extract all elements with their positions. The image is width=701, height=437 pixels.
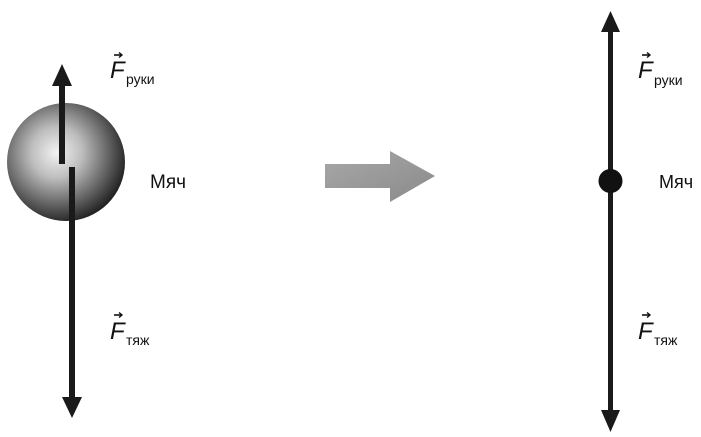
material-point: [598, 169, 623, 193]
point-gravity-force-symbol: F: [638, 318, 654, 345]
right-arrow-icon: [325, 151, 435, 202]
gravity-force-arrow: [62, 167, 82, 418]
gravity-force-label: F тяж: [110, 311, 150, 348]
point-gravity-force-label: F тяж: [638, 311, 678, 348]
gravity-force-symbol: F: [110, 318, 126, 345]
point-hand-force-label: F руки: [638, 51, 683, 88]
gravity-force-subscript: тяж: [126, 332, 150, 348]
hand-force-label: F руки: [110, 51, 155, 87]
hand-force-subscript: руки: [126, 71, 155, 87]
right-panel: F руки Мяч F тяж: [598, 11, 693, 432]
point-gravity-force-subscript: тяж: [654, 332, 678, 348]
point-hand-force-subscript: руки: [654, 72, 683, 88]
ball-label: Мяч: [150, 172, 186, 193]
force-axis-line: [608, 30, 613, 412]
ball: [7, 103, 125, 221]
gravity-force-arrowhead: [601, 410, 620, 432]
left-panel: F руки Мяч F тяж: [7, 51, 186, 418]
point-hand-force-symbol: F: [638, 57, 654, 84]
point-label: Мяч: [659, 172, 693, 192]
hand-force-symbol: F: [110, 57, 126, 84]
hand-force-arrowhead: [601, 11, 620, 32]
hand-force-arrow: [52, 64, 72, 164]
